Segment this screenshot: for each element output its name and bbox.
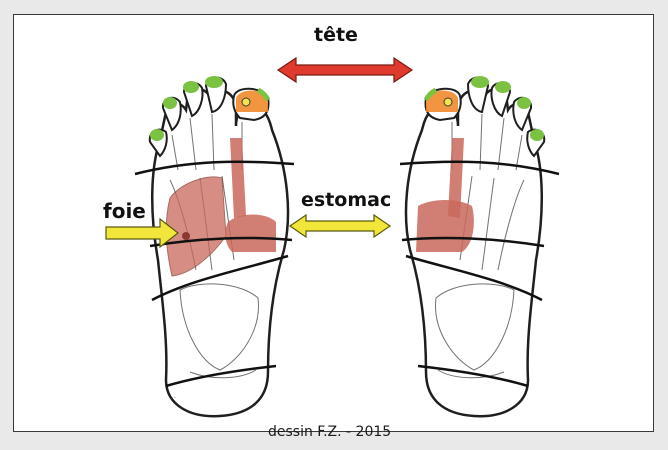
left-toe-tip-2 <box>205 76 223 88</box>
drawing-credit: dessin F.Z. - 2015 <box>268 424 391 440</box>
svg-text:.: . <box>174 393 176 400</box>
stomach-label: estomac <box>301 189 391 211</box>
head-arrow <box>278 58 412 82</box>
head-label: tête <box>314 24 358 46</box>
right-stomach-zone <box>416 200 474 252</box>
right-foot <box>400 76 559 416</box>
double-arrow-icon <box>290 215 390 237</box>
liver-label: foie <box>103 199 146 223</box>
left-foot: . <box>135 76 294 416</box>
left-stomach-zone <box>225 215 276 253</box>
left-toe-tip-3 <box>183 81 199 93</box>
left-toe-tip-5 <box>150 129 164 141</box>
stomach-arrow <box>290 215 390 237</box>
left-toe-tip-4 <box>163 97 177 109</box>
double-arrow-icon <box>278 58 412 82</box>
